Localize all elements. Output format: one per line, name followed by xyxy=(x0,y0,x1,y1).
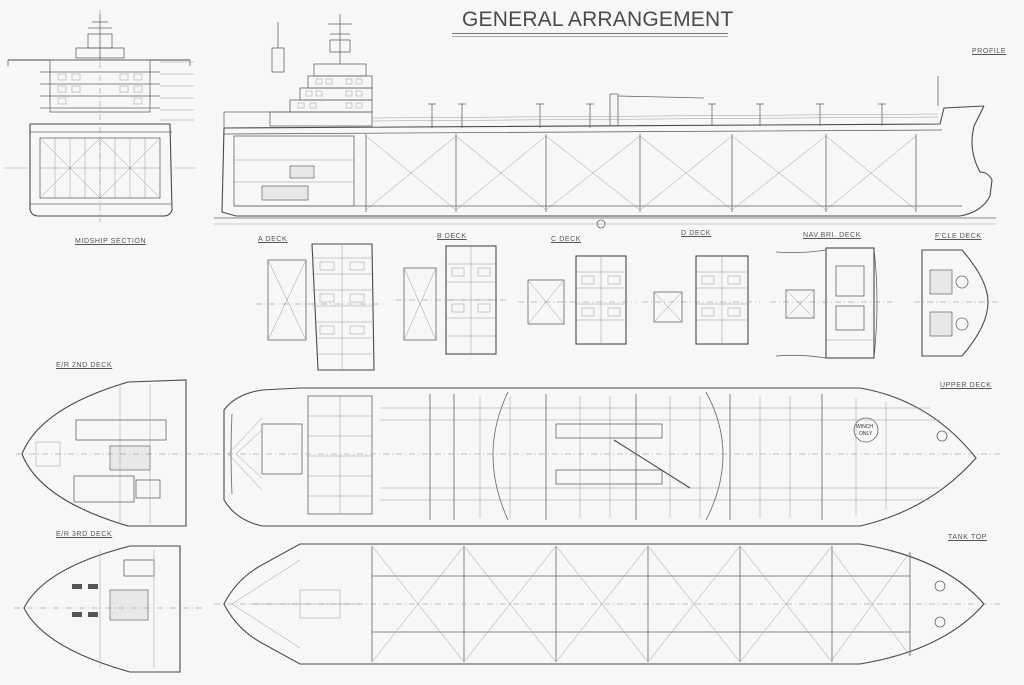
d-deck-plan xyxy=(642,255,760,345)
label-upper-deck: UPPER DECK xyxy=(940,382,992,389)
er-2nd-deck-plan xyxy=(16,379,212,527)
label-nav-bri-deck: NAV.BRI. DECK xyxy=(803,232,861,239)
label-b-deck: B DECK xyxy=(437,233,467,240)
fcle-deck-plan xyxy=(914,249,998,357)
drawing-title: GENERAL ARRANGEMENT xyxy=(462,8,734,31)
label-a-deck: A DECK xyxy=(258,236,288,243)
a-deck-plan xyxy=(256,243,386,371)
er-3rd-deck-plan xyxy=(14,545,204,673)
nav-bri-deck-plan xyxy=(770,247,892,359)
title-underline xyxy=(452,33,728,34)
label-er-2nd-deck: E/R 2ND DECK xyxy=(56,362,113,369)
winch-only-text-2: ONLY xyxy=(859,431,873,437)
label-fcle-deck: F'CLE DECK xyxy=(935,233,982,240)
label-c-deck: C DECK xyxy=(551,236,582,243)
title-underline-secondary xyxy=(452,36,728,37)
b-deck-plan xyxy=(396,245,508,355)
midship-section-view xyxy=(4,10,196,222)
label-d-deck: D DECK xyxy=(681,230,712,237)
tank-top-plan xyxy=(214,543,1000,665)
label-tank-top: TANK TOP xyxy=(948,534,988,541)
label-er-3rd-deck: E/R 3RD DECK xyxy=(56,531,113,538)
winch-only-text: WINCH xyxy=(856,424,873,430)
label-profile: PROFILE xyxy=(972,48,1007,55)
label-midship-section: MIDSHIP SECTION xyxy=(75,238,147,245)
c-deck-plan xyxy=(518,255,636,345)
upper-deck-plan: WINCH ONLY xyxy=(214,387,1000,527)
winch-only-marker xyxy=(853,417,879,443)
profile-view xyxy=(214,14,996,229)
